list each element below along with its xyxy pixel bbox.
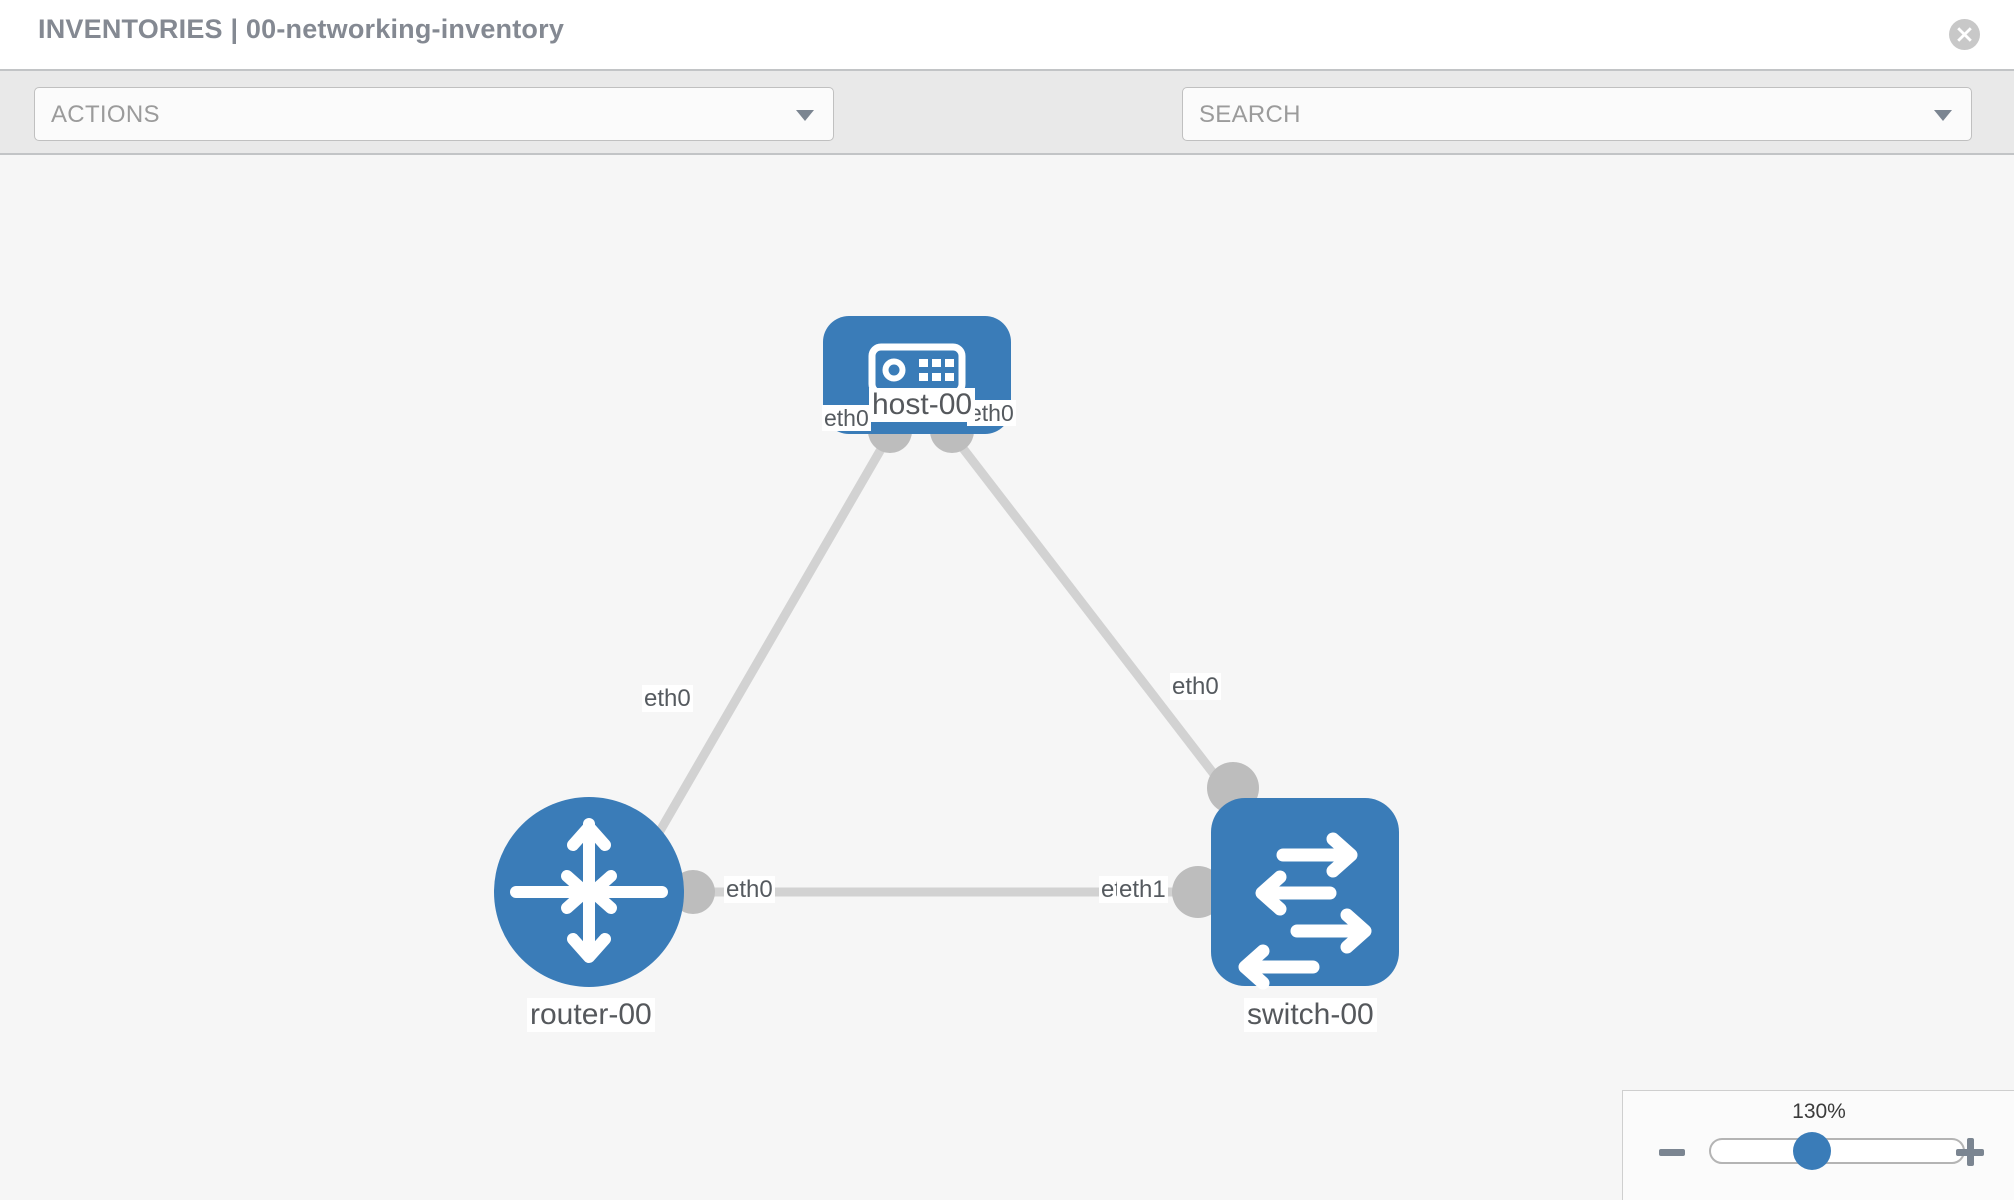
node-label-host-00: host-00	[869, 388, 976, 422]
switch-arrows-icon	[1238, 832, 1372, 990]
search-input-value: SEARCH	[1199, 101, 1301, 128]
chevron-down-icon	[796, 110, 814, 121]
edge-label-host-left-iface: eth0	[822, 405, 871, 432]
zoom-slider[interactable]	[1709, 1138, 1965, 1164]
edge-layer	[616, 422, 1234, 903]
edge-label-host-right-iface: eth0	[967, 400, 1016, 427]
toolbar: ACTIONS SEARCH	[0, 69, 2014, 204]
topology-graph	[494, 316, 1399, 990]
node-switch-00[interactable]	[1211, 798, 1399, 990]
zoom-control-panel: 130%	[1622, 1090, 2014, 1200]
router-arrows-icon	[510, 818, 668, 963]
node-label-switch-00: switch-00	[1244, 998, 1377, 1032]
zoom-level-value: 130%	[1792, 1100, 1846, 1123]
node-router-00[interactable]	[494, 797, 684, 987]
minus-icon[interactable]	[1659, 1149, 1685, 1156]
page-title: INVENTORIES | 00-networking-inventory	[38, 14, 565, 44]
node-label-router-00: router-00	[527, 998, 655, 1032]
actions-dropdown-label: ACTIONS	[51, 101, 160, 128]
edge-label-router-right-iface: eth0	[724, 876, 775, 904]
zoom-slider-thumb[interactable]	[1793, 1132, 1831, 1170]
plus-icon[interactable]	[1956, 1138, 1984, 1166]
search-input[interactable]: SEARCH	[1182, 87, 1972, 141]
edge-label-switch-up-iface: eth0	[1170, 673, 1221, 701]
chevron-down-icon	[1934, 110, 1952, 121]
edge-label-switch-left-iface-b: eth1	[1117, 876, 1168, 904]
actions-dropdown[interactable]: ACTIONS	[34, 87, 834, 141]
topology-canvas[interactable]: eth0 eth0 eth0 eth0 eth0 eth eth1 host-0…	[0, 155, 2014, 1200]
close-glyph	[1957, 27, 1972, 42]
server-icon	[868, 343, 966, 397]
close-icon[interactable]	[1949, 19, 1980, 50]
edge-router-host[interactable]	[616, 422, 899, 903]
page-header: INVENTORIES | 00-networking-inventory	[0, 0, 2014, 69]
edge-label-router-up-iface: eth0	[642, 685, 693, 713]
edge-host-switch[interactable]	[941, 422, 1234, 798]
